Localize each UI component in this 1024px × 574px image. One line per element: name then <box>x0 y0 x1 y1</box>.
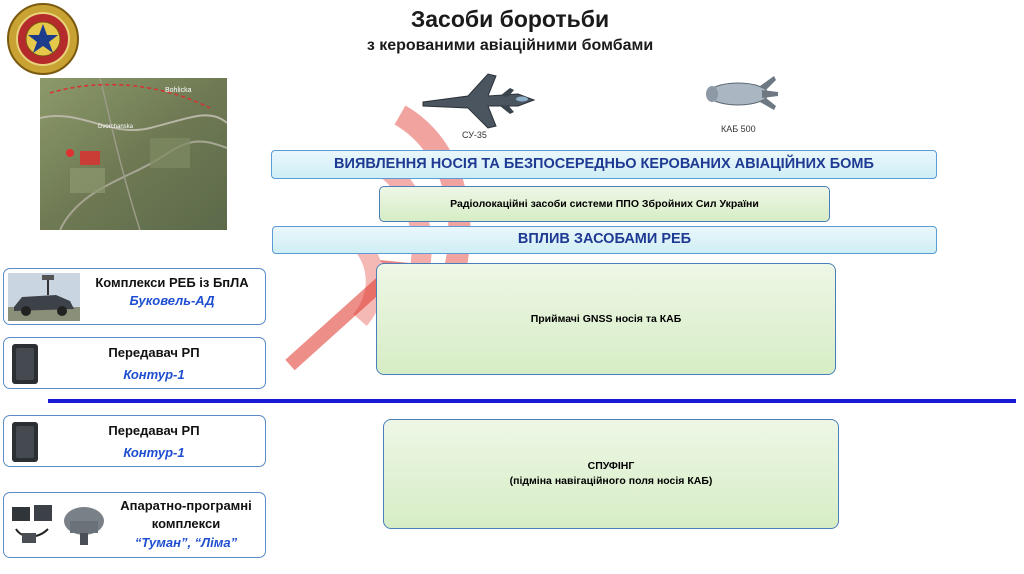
bomb-image <box>700 70 780 114</box>
card-title: Апаратно-програмні <box>108 498 264 513</box>
transmitter-card-2: Передавач РП Контур-1 <box>3 415 266 467</box>
ew-section-header: ВПЛИВ ЗАСОБАМИ РЕБ <box>272 226 937 254</box>
section-divider <box>48 399 1016 403</box>
card-product-name: Контур-1 <box>44 367 264 382</box>
card-product-name: Контур-1 <box>44 445 264 460</box>
page-subtitle: з керованими авіаційними бомбами <box>300 37 720 55</box>
gnss-receivers-text: Приймачі GNSS носія та КАБ <box>531 313 682 325</box>
bomb-label: КАБ 500 <box>721 124 756 134</box>
card-product-name: “Туман”, “Ліма” <box>108 535 264 550</box>
card-title: Передавач РП <box>44 423 264 438</box>
map-label-city: Dvorchanska <box>98 124 134 130</box>
card-product-name: Буковель-АД <box>80 293 264 308</box>
gnss-receivers-box: Приймачі GNSS носія та КАБ <box>376 263 836 375</box>
spoofing-title: СПУФІНГ <box>588 459 635 474</box>
radar-systems-box: Радіолокаційні засоби системи ППО Збройн… <box>379 186 830 222</box>
map-label-north: Bohlicka <box>165 87 192 94</box>
transmitter-card-1: Передавач РП Контур-1 <box>3 337 266 389</box>
satellite-map: Bohlicka Dvorchanska <box>40 78 227 230</box>
card-title-line-2: комплекси <box>108 516 264 531</box>
card-title: Комплекси РЕБ із БпЛА <box>80 275 264 290</box>
vehicle-antenna-image <box>8 273 80 321</box>
emblem-logo <box>6 2 80 76</box>
spoofing-box: СПУФІНГ (підміна навігаційного поля носі… <box>383 419 839 529</box>
spoofing-description: (підміна навігаційного поля носія КАБ) <box>510 474 713 489</box>
page-title: Засоби боротьби <box>300 6 720 33</box>
hardware-kit-image <box>8 499 56 551</box>
detection-section-header: ВИЯВЛЕННЯ НОСІЯ ТА БЕЗПОСЕРЕДНЬО КЕРОВАН… <box>271 150 937 179</box>
transmitter-device-image <box>10 342 40 386</box>
transmitter-device-image <box>10 420 40 464</box>
card-title: Передавач РП <box>44 345 264 360</box>
dome-antenna-image <box>60 501 108 551</box>
ew-uav-complex-card: Комплекси РЕБ із БпЛА Буковель-АД <box>3 268 266 325</box>
hw-sw-complex-card: Апаратно-програмні комплекси “Туман”, “Л… <box>3 492 266 558</box>
